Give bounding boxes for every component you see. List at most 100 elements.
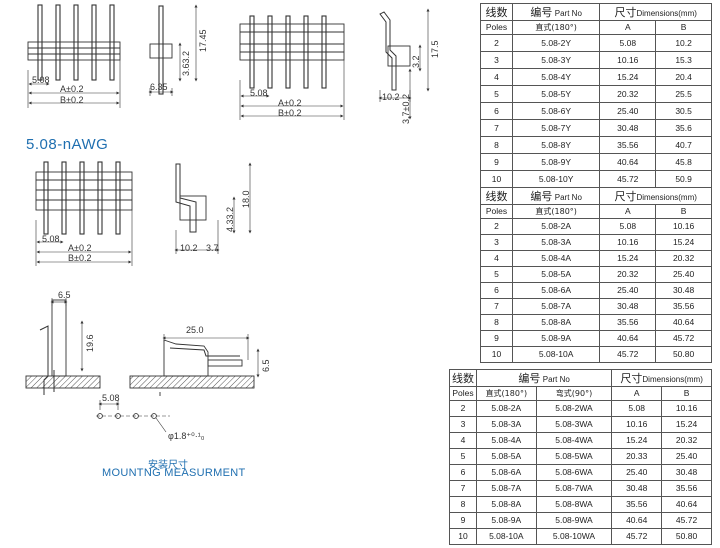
cell-part: 5.08-8A <box>511 314 601 331</box>
cell-b: 30.48 <box>655 282 712 299</box>
cell-b: 35.6 <box>655 119 712 137</box>
dim-base: 10.2 <box>382 92 400 102</box>
dim-pitch: 5.08 <box>250 88 268 98</box>
dim-length: 25.0 <box>186 325 204 335</box>
cell-a: 35.56 <box>599 136 657 154</box>
cell-poles: 6 <box>480 102 513 120</box>
dim-mid: 3.63.2 <box>181 50 191 76</box>
dim-height: 17.45 <box>198 29 208 52</box>
cell-part: 5.08-4A <box>511 250 601 267</box>
cell-b: 25.40 <box>661 448 712 465</box>
header-dim-cn: 尺寸 <box>614 5 637 19</box>
cell-poles: 8 <box>480 314 513 331</box>
cell-part: 5.08-2A <box>475 400 537 417</box>
cell-a: 40.64 <box>599 153 657 171</box>
cell-part: 5.08-4Y <box>511 68 601 86</box>
dim-low: 3.7±0.2 <box>401 94 411 124</box>
dim-mid: 4.33.2 <box>225 206 235 232</box>
dim-height: 19.6 <box>85 334 95 352</box>
cell-poles: 2 <box>449 400 477 417</box>
cell-poles: 3 <box>449 416 477 433</box>
dim-base-2: 3.7 <box>206 243 219 253</box>
cell-poles: 10 <box>480 170 513 188</box>
cell-part: 5.08-3Y <box>511 51 601 69</box>
cell-poles: 3 <box>480 51 513 69</box>
dim-hole-dia: φ1.8⁺⁰·¹₀ <box>168 431 205 441</box>
cell-b: 50.9 <box>655 170 712 188</box>
cell-b: 25.40 <box>655 266 712 283</box>
dim-pitch: 5.08 <box>102 393 120 403</box>
dim-height: 18.0 <box>241 190 251 208</box>
cell-poles: 9 <box>480 153 513 171</box>
technical-drawings <box>25 4 430 433</box>
cell-part: 5.08-8Y <box>511 136 601 154</box>
front-view-straight <box>27 4 121 108</box>
cell-part90: 5.08-5WA <box>535 448 613 465</box>
cell-b: 45.72 <box>655 330 712 347</box>
cell-b: 30.48 <box>661 464 712 481</box>
header-a: A <box>599 204 657 219</box>
cell-poles: 5 <box>480 85 513 103</box>
cell-poles: 4 <box>449 432 477 449</box>
dim-height: 6.5 <box>261 359 271 372</box>
header-part-cn: 编号 <box>530 5 553 19</box>
cell-part: 5.08-2A <box>511 218 601 235</box>
header-straight: 直式(180°) <box>511 20 601 35</box>
cell-b: 10.16 <box>655 218 712 235</box>
cell-poles: 7 <box>480 298 513 315</box>
cell-part: 5.08-4A <box>475 432 537 449</box>
dim-a: A±0.2 <box>278 98 302 108</box>
cell-b: 35.56 <box>655 298 712 315</box>
side-view-angle <box>378 8 430 120</box>
awg-side-view <box>174 162 252 254</box>
header-part-en: Part No <box>554 8 582 18</box>
cell-b: 35.56 <box>661 480 712 497</box>
header-bent: 弯式(90°) <box>535 386 613 401</box>
cell-part90: 5.08-3WA <box>535 416 613 433</box>
cell-part: 5.08-8A <box>475 496 537 513</box>
dim-b: B±0.2 <box>60 95 84 105</box>
cell-part: 5.08-7A <box>511 298 601 315</box>
cell-part: 5.08-6A <box>475 464 537 481</box>
cell-a: 30.48 <box>599 298 657 315</box>
cell-b: 20.32 <box>661 432 712 449</box>
section-title: 5.08-nAWG <box>26 136 109 153</box>
cell-a: 25.40 <box>599 102 657 120</box>
header-dim-cn: 尺寸 <box>620 371 643 385</box>
cell-part: 5.08-5A <box>511 266 601 283</box>
cell-poles: 8 <box>480 136 513 154</box>
cell-a: 35.56 <box>611 496 663 513</box>
cell-a: 45.72 <box>599 346 657 363</box>
header-a: A <box>599 20 657 35</box>
cell-part90: 5.08-4WA <box>535 432 613 449</box>
header-dim-en: Dimensions(mm) <box>636 192 697 202</box>
cell-part: 5.08-5Y <box>511 85 601 103</box>
dim-base: 10.2 <box>180 243 198 253</box>
spec-table-y: 线数 编号 Part No 尺寸Dimensions(mm) Poles 直式(… <box>480 3 712 188</box>
dim-a: A±0.2 <box>60 84 84 94</box>
header-part-en: Part No <box>554 192 582 202</box>
cell-part: 5.08-6A <box>511 282 601 299</box>
cell-part: 5.08-7A <box>475 480 537 497</box>
cell-a: 15.24 <box>611 432 663 449</box>
cell-part: 5.08-10A <box>475 528 537 545</box>
header-dim-cn: 尺寸 <box>614 189 637 203</box>
cell-part90: 5.08-8WA <box>535 496 613 513</box>
header-poles-en: Poles <box>480 204 513 219</box>
cell-a: 30.48 <box>599 119 657 137</box>
header-b: B <box>661 386 712 401</box>
cell-a: 35.56 <box>599 314 657 331</box>
